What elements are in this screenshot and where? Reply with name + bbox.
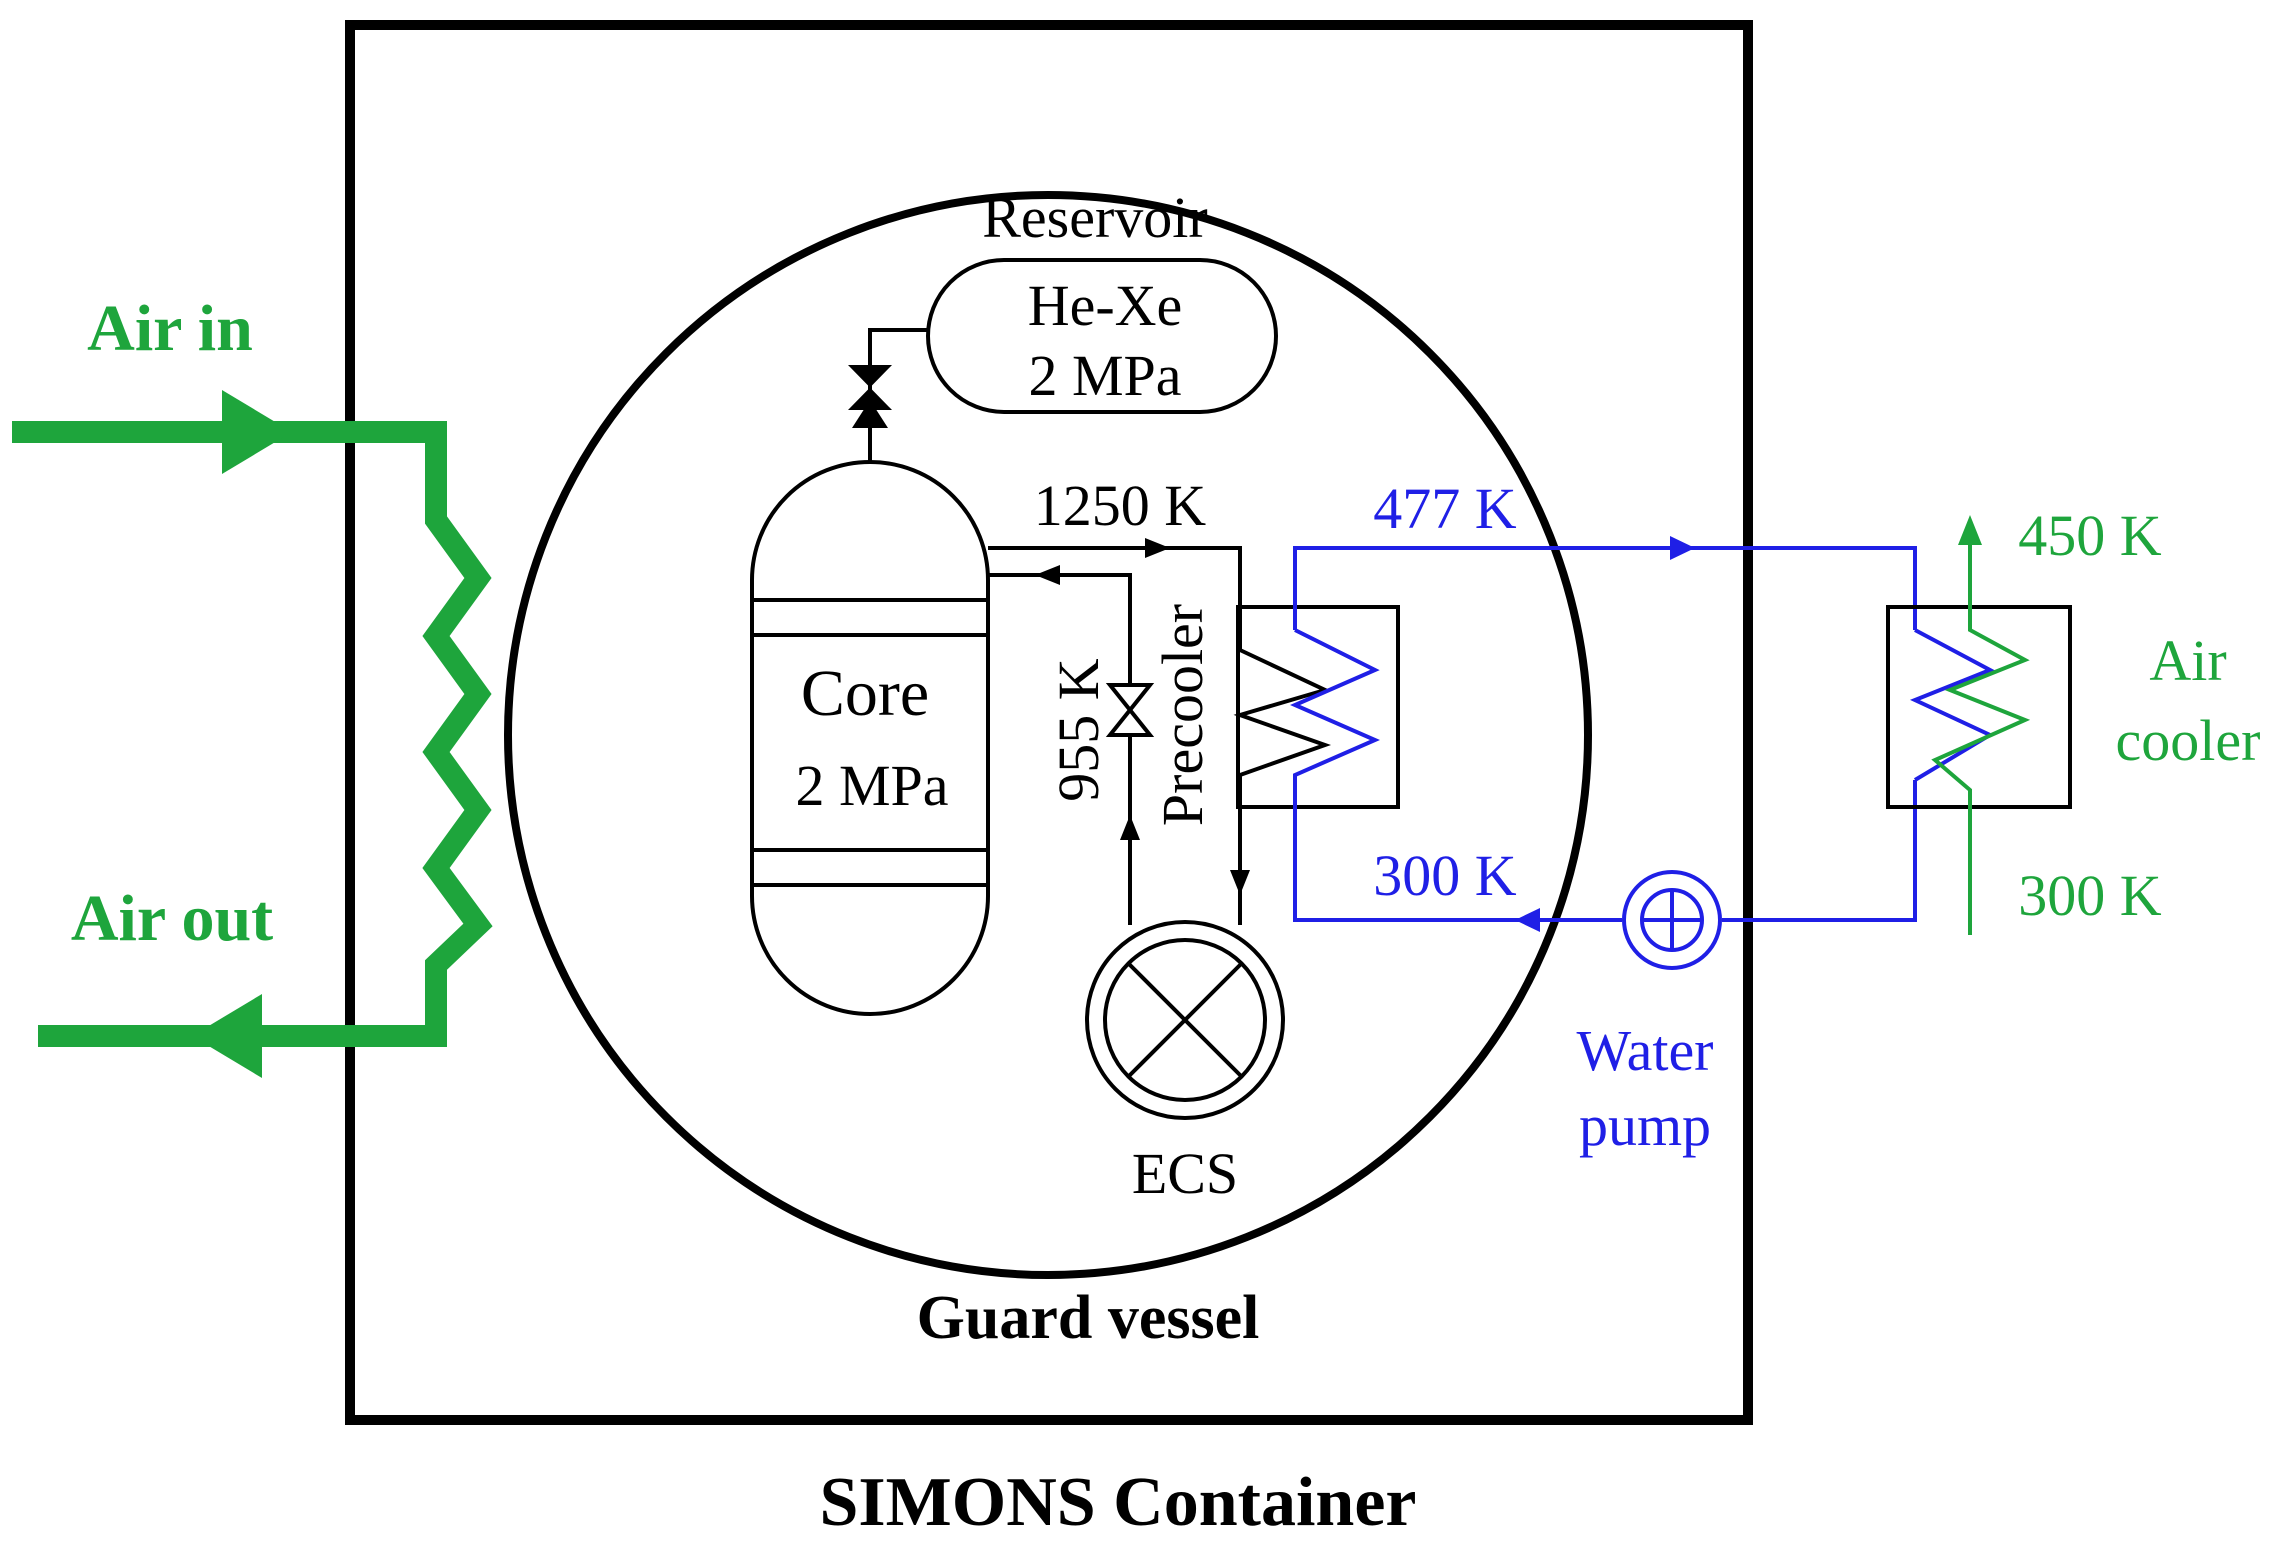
precooler-blue-coil (1290, 628, 1622, 922)
air-loop (12, 421, 493, 1047)
reservoir-gas-label: He-Xe (1028, 273, 1183, 338)
air-out-arrow-icon (192, 994, 262, 1078)
reservoir-label: Reservoir (982, 185, 1208, 250)
water-pump-label-2: pump (1579, 1093, 1711, 1158)
air-cooler-in-temp-label: 300 K (2018, 863, 2162, 928)
water-return-pipe (1722, 780, 1917, 922)
reservoir-pressure-label: 2 MPa (1028, 343, 1181, 408)
hot-temp-label: 1250 K (1034, 473, 1207, 538)
water-hot-temp-label: 477 K (1373, 476, 1517, 541)
precooler-outlet-arrow-icon (1230, 870, 1250, 895)
air-in-label: Air in (87, 292, 253, 365)
core-label: Core (801, 657, 929, 730)
return-valve-icon (1105, 683, 1155, 737)
precooler-label: Precooler (1150, 604, 1215, 826)
core-pressure-label: 2 MPa (795, 753, 948, 818)
ecs-outer-ring (1085, 920, 1285, 1120)
air-cooler-label-1: Air (2149, 628, 2226, 693)
water-pump-label-1: Water (1576, 1018, 1713, 1083)
reservoir-valve-icon (848, 365, 892, 410)
guard-vessel-label: Guard vessel (917, 1284, 1260, 1352)
core-vessel (750, 460, 990, 1016)
return-up-arrow-icon (1120, 815, 1140, 840)
air-cooler-label-2: cooler (2116, 708, 2261, 773)
return-temp-label: 955 K (1046, 658, 1111, 802)
air-cooler-out-temp-label: 450 K (2018, 503, 2162, 568)
ecs-inner-ring (1103, 938, 1267, 1102)
simons-container-box (345, 20, 1753, 1425)
hot-leg-arrow-icon (1145, 538, 1170, 558)
reservoir-tank (926, 258, 1278, 414)
air-in-pipe (12, 421, 493, 1047)
air-cooler-green-coil (1931, 535, 2031, 935)
air-cooler-blue-coil (1909, 628, 1995, 782)
ecs-cross-2 (1126, 961, 1244, 1079)
water-cold-temp-label: 300 K (1373, 843, 1517, 908)
water-cold-arrow-icon (1515, 908, 1540, 932)
water-hot-pipe (1293, 546, 1917, 630)
ecs-label: ECS (1132, 1141, 1238, 1206)
air-in-arrow-icon (222, 390, 292, 474)
water-hot-arrow-icon (1670, 536, 1695, 560)
air-cooler-out-arrow-icon (1958, 515, 1982, 545)
reservoir-flow-arrow-icon (852, 400, 888, 428)
reservoir-pipe (868, 328, 928, 462)
guard-vessel-circle (504, 191, 1592, 1279)
precooler-box (1236, 605, 1400, 809)
return-leg-arrow-icon (1035, 565, 1060, 585)
water-pump-icon (1622, 870, 1722, 970)
precooler-black-coil (1233, 648, 1332, 800)
air-cooler-box (1886, 605, 2072, 809)
air-out-label: Air out (71, 882, 273, 955)
container-title: SIMONS Container (820, 1464, 1417, 1541)
